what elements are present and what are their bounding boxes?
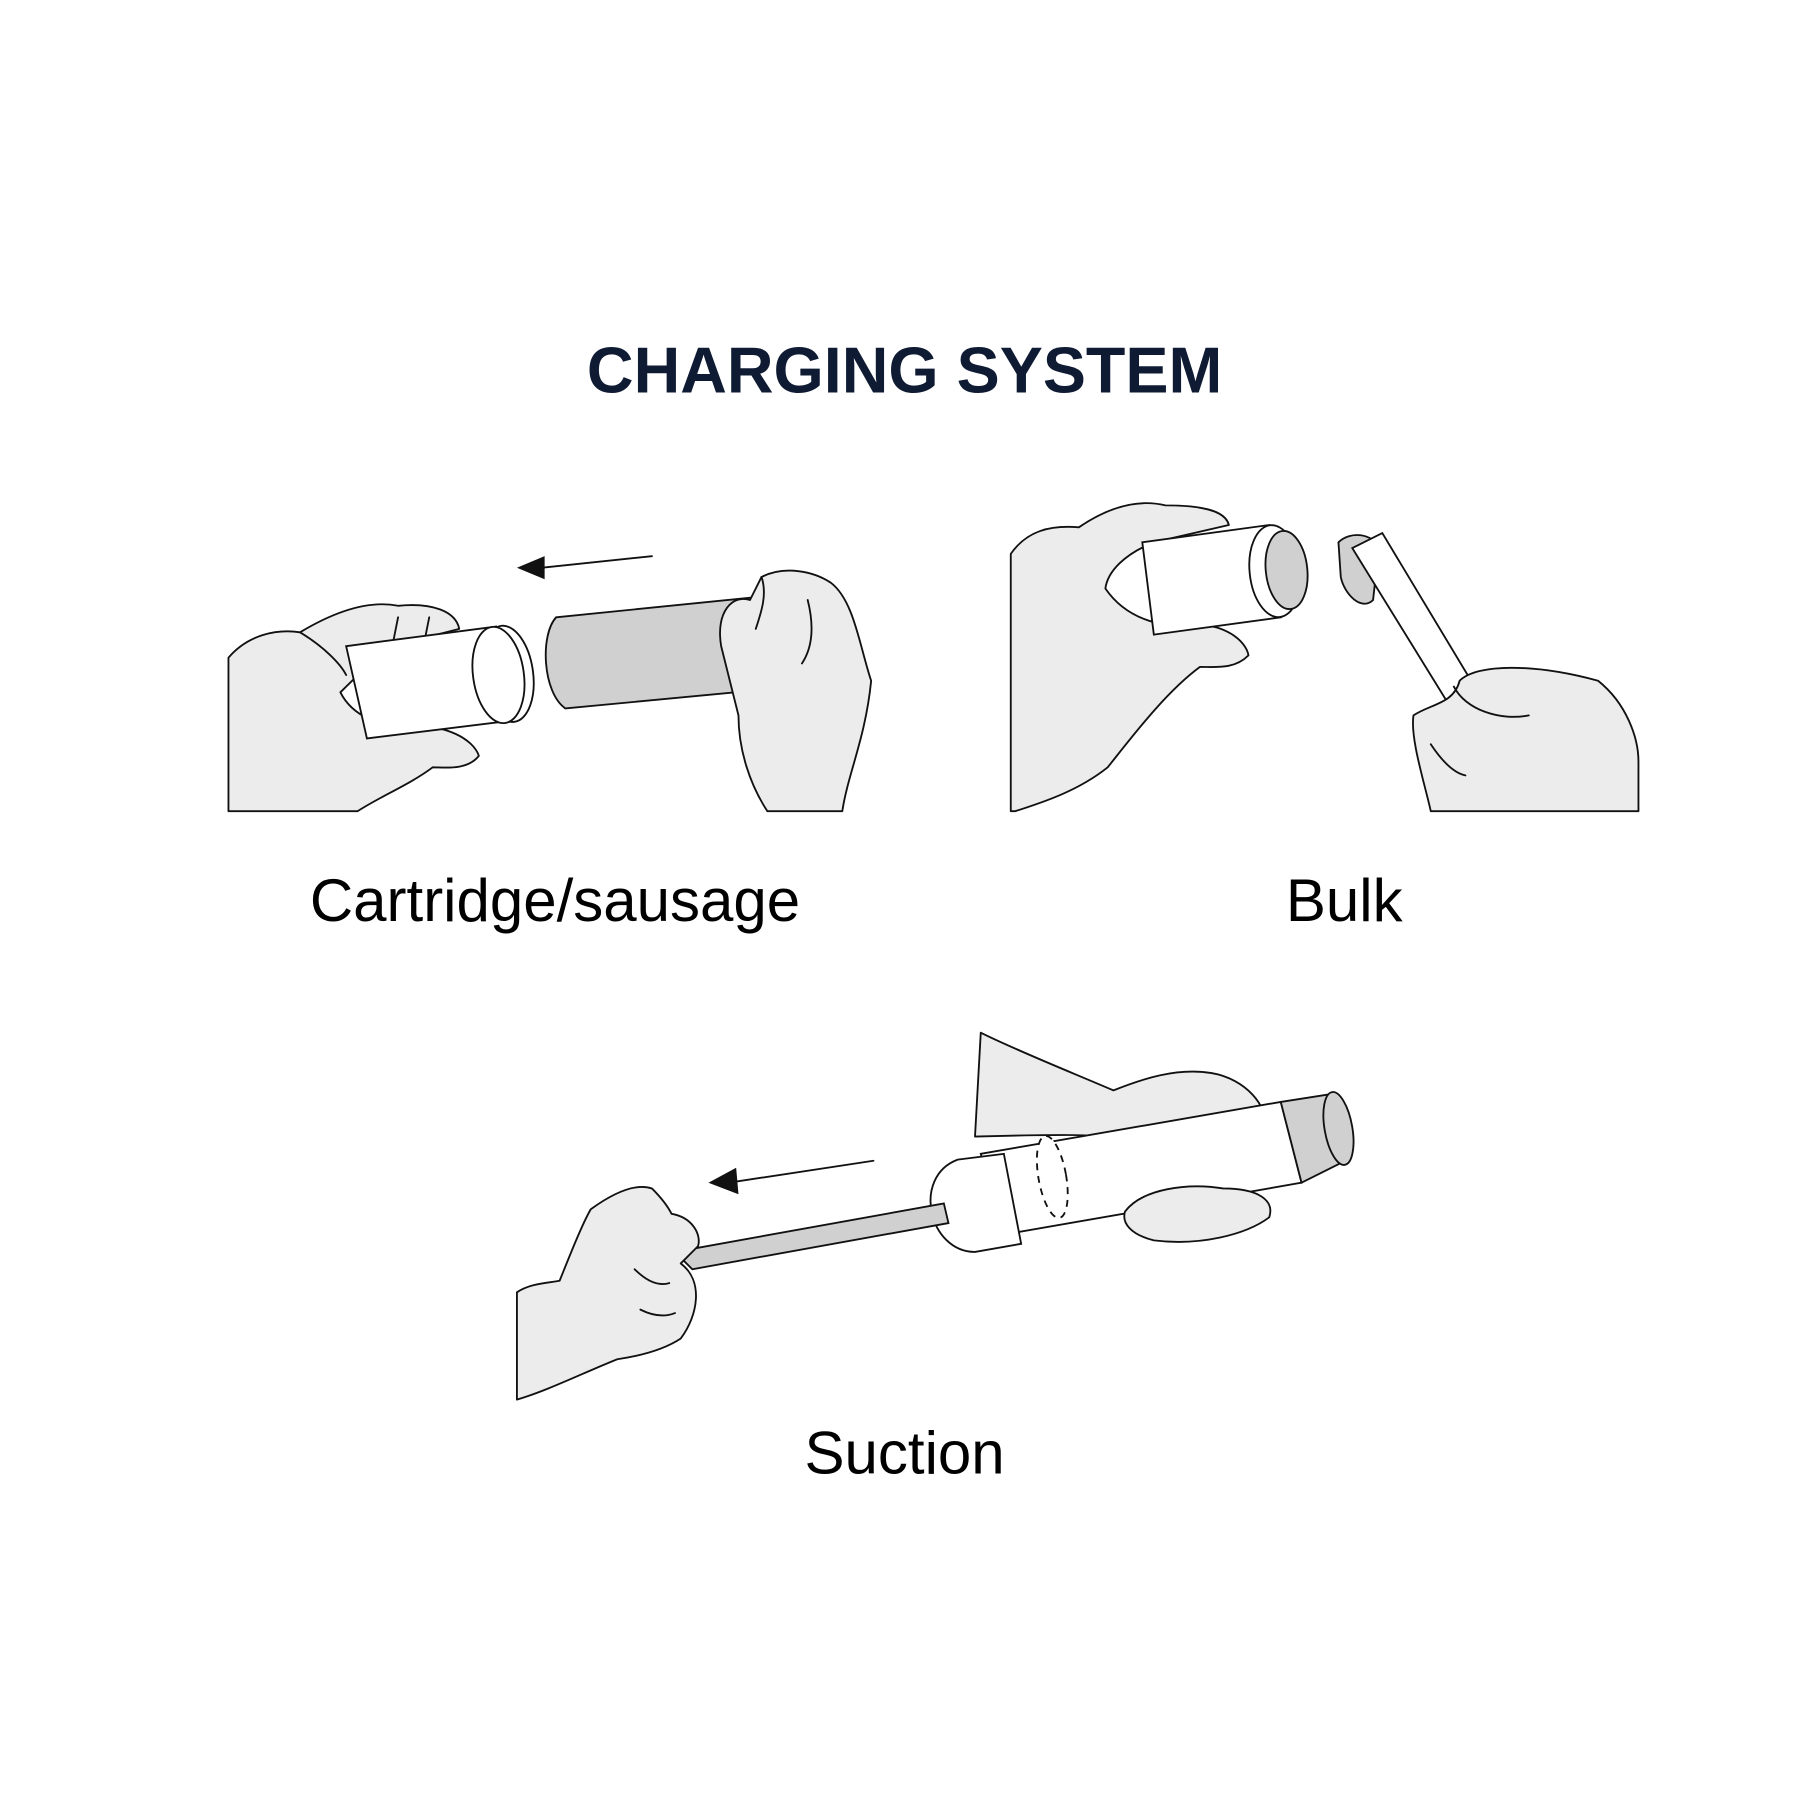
plunger-rod [673,1202,950,1271]
arrow-left-icon [516,556,545,580]
method-label-suction: Suction [805,1419,1005,1486]
pulling-hand [515,1186,700,1401]
method-label-cartridge: Cartridge/sausage [310,867,800,934]
page-title: CHARGING SYSTEM [587,334,1222,406]
left-hand [227,603,480,813]
right-hand [719,569,873,813]
bulk-illustration [1009,502,1640,813]
method-label-bulk: Bulk [1286,867,1404,934]
suction-illustration [515,1031,1355,1401]
arrow-left-icon [708,1167,739,1195]
cartridge-illustration [227,555,873,813]
upper-hand [974,1031,1266,1138]
lower-hand [1123,1185,1272,1243]
